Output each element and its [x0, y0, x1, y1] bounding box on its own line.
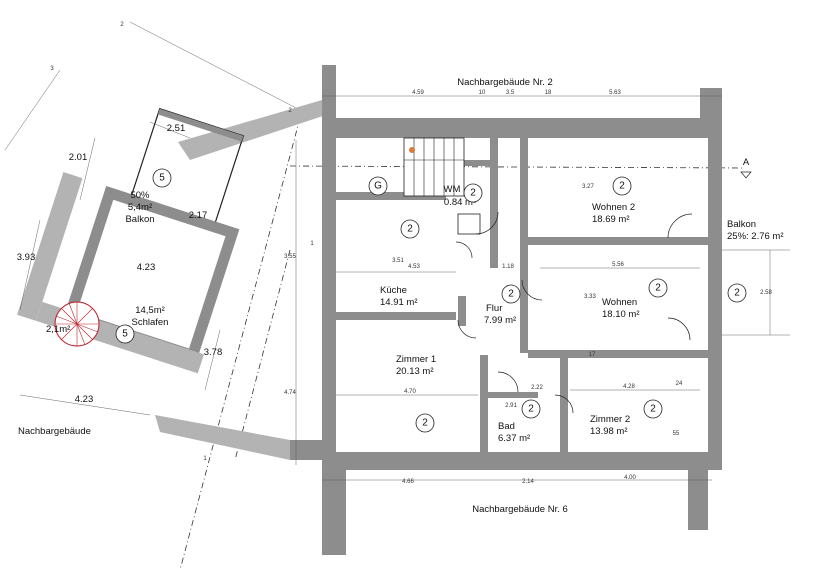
balkon2-area: 5,4m²: [128, 202, 152, 213]
marker-5-schlafen: 5: [115, 324, 135, 344]
svg-text:4.53: 4.53: [408, 264, 420, 270]
svg-text:2.22: 2.22: [531, 385, 543, 391]
wm-box: [457, 213, 481, 235]
svg-text:10: 10: [479, 90, 486, 96]
stair: [403, 137, 465, 197]
section-marker-2-top: 2: [120, 22, 124, 28]
marker-2-wm: 2: [463, 183, 483, 203]
svg-text:5: 5: [122, 329, 128, 340]
zimmer2-area: 13.98 m²: [590, 426, 628, 437]
balkon-name: Balkon: [727, 219, 756, 230]
svg-text:3.5: 3.5: [506, 90, 515, 96]
svg-text:3.55: 3.55: [284, 254, 296, 260]
neighbor-bottom-label: Nachbargebäude Nr. 6: [472, 504, 568, 515]
svg-text:4.00: 4.00: [624, 475, 636, 481]
marker-2-zimmer2: 2: [643, 399, 663, 419]
svg-text:2: 2: [650, 404, 656, 415]
svg-text:2.51: 2.51: [167, 123, 186, 134]
balkon2-pct: 50%: [130, 190, 150, 201]
marker-2-wohnen2: 2: [612, 176, 632, 196]
marker-2-zimmer1: 2: [415, 413, 435, 433]
svg-text:3.93: 3.93: [17, 252, 36, 263]
dimension-labels: 4.59 10 3.5 18 5.63 2.51 2.01 2.17 3.93 …: [17, 90, 773, 485]
flur-name: Flur: [486, 303, 502, 314]
section-marker-a: A: [740, 157, 752, 179]
svg-text:2: 2: [470, 188, 476, 199]
svg-text:2: 2: [528, 404, 534, 415]
svg-text:2: 2: [422, 418, 428, 429]
svg-text:3.27: 3.27: [582, 184, 594, 190]
svg-text:2: 2: [734, 288, 740, 299]
wohnen2-area: 18.69 m²: [592, 214, 630, 225]
balkon-area: 25%: 2.76 m²: [727, 231, 784, 242]
svg-text:24: 24: [676, 381, 683, 387]
wm-area: 0.84 m²: [444, 197, 476, 208]
main-walls: [322, 65, 722, 555]
marker-2-bad: 2: [521, 399, 541, 419]
spiral-stair: [54, 301, 100, 347]
svg-text:2.14: 2.14: [522, 479, 534, 485]
svg-text:5: 5: [159, 173, 165, 184]
svg-text:2.17: 2.17: [189, 210, 208, 221]
marker-2-kueche: 2: [400, 219, 420, 239]
neighbor-left-label: Nachbargebäude: [18, 426, 91, 437]
schlafen-area: 14,5m²: [135, 305, 165, 316]
zimmer1-area: 20.13 m²: [396, 366, 434, 377]
kueche-name: Küche: [380, 285, 407, 296]
section-marker-1-top: 1: [310, 241, 314, 247]
svg-text:2: 2: [619, 181, 625, 192]
zimmer1-name: Zimmer 1: [396, 354, 436, 365]
bad-name: Bad: [498, 421, 515, 432]
wohnen-name: Wohnen: [602, 297, 637, 308]
svg-text:4.23: 4.23: [75, 394, 94, 405]
svg-text:2: 2: [407, 224, 413, 235]
svg-text:4.28: 4.28: [623, 384, 635, 390]
section-marker-2-right: 2: [288, 108, 292, 114]
marker-2-balkon: 2: [727, 283, 747, 303]
neighbor-top-label: Nachbargebäude Nr. 2: [457, 77, 553, 88]
svg-text:4.66: 4.66: [402, 479, 414, 485]
marker-2-wohnen: 2: [648, 278, 668, 298]
svg-text:5.63: 5.63: [609, 90, 621, 96]
section-lines: [4, 21, 746, 571]
connector-walls: [155, 100, 326, 460]
svg-text:5.56: 5.56: [612, 262, 624, 268]
stair-area: 2,1m²: [46, 324, 70, 335]
svg-text:A: A: [743, 157, 750, 168]
zimmer2-name: Zimmer 2: [590, 414, 630, 425]
schlafen-name: Schlafen: [132, 317, 169, 328]
marker-g: G: [368, 176, 388, 196]
marker-2-flur: 2: [501, 284, 521, 304]
wm-name: WM: [444, 184, 461, 195]
svg-text:G: G: [374, 181, 382, 192]
section-marker-3: 3: [50, 66, 54, 72]
bad-area: 6.37 m²: [498, 433, 530, 444]
flur-area: 7.99 m²: [484, 315, 516, 326]
marker-5-balkon: 5: [152, 168, 172, 188]
svg-text:55: 55: [673, 431, 680, 437]
svg-text:4.70: 4.70: [404, 389, 416, 395]
svg-text:4.23: 4.23: [137, 262, 156, 273]
section-marker-1-bottom: 1: [203, 456, 207, 462]
svg-text:3.33: 3.33: [584, 294, 596, 300]
svg-text:2.01: 2.01: [69, 152, 88, 163]
wohnen2-name: Wohnen 2: [592, 202, 635, 213]
balkon2-name: Balkon: [125, 214, 154, 225]
kueche-area: 14.91 m²: [380, 297, 418, 308]
svg-text:2: 2: [655, 283, 661, 294]
doors: [455, 211, 693, 414]
svg-text:2.91: 2.91: [505, 403, 517, 409]
svg-text:1.18: 1.18: [502, 264, 514, 270]
svg-text:17: 17: [589, 352, 596, 358]
svg-text:2.58: 2.58: [760, 290, 772, 296]
svg-text:3.78: 3.78: [204, 347, 223, 358]
svg-text:4.74: 4.74: [284, 390, 296, 396]
svg-text:4.59: 4.59: [412, 90, 424, 96]
svg-text:3.51: 3.51: [392, 258, 404, 264]
svg-text:2: 2: [508, 289, 514, 300]
wohnen-area: 18.10 m²: [602, 309, 640, 320]
dimension-lines: [19, 95, 790, 481]
svg-text:18: 18: [545, 90, 552, 96]
